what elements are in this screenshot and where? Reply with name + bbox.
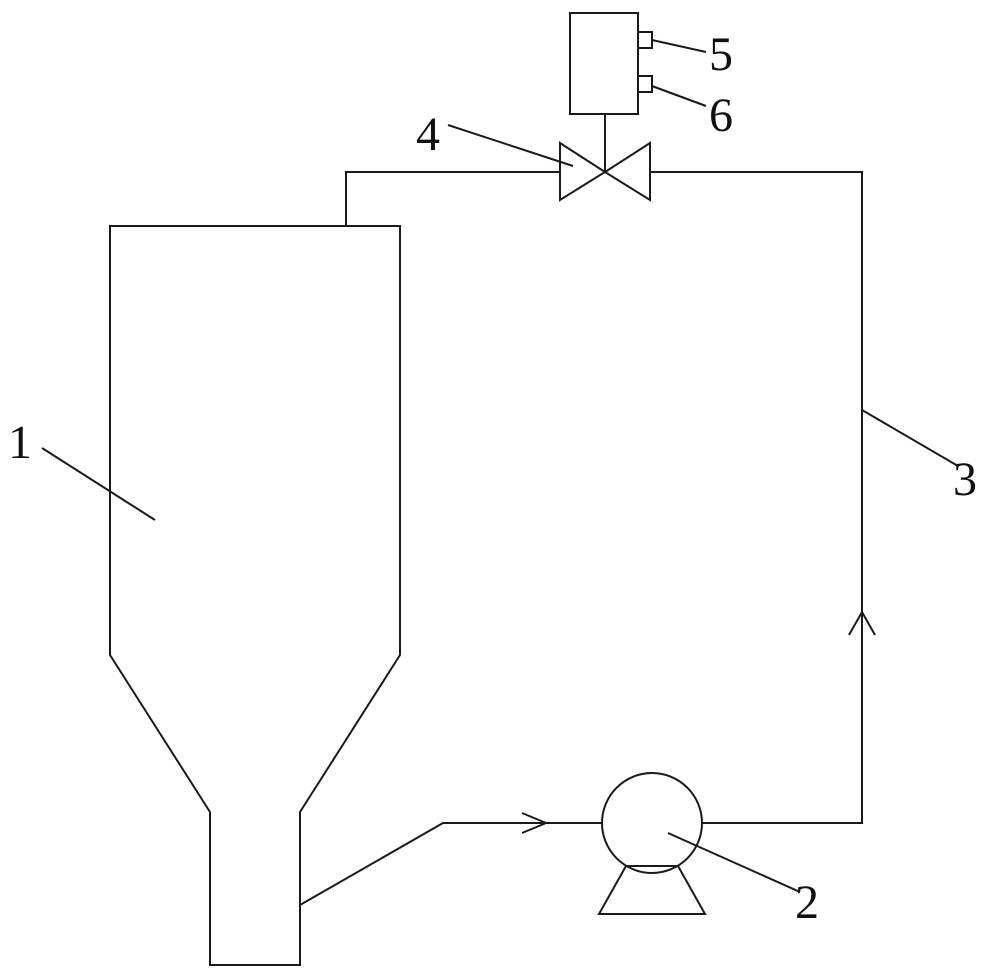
label-tank: 1 bbox=[8, 416, 32, 469]
label-valve: 4 bbox=[416, 108, 440, 161]
leader-port-lower bbox=[652, 86, 706, 106]
pump bbox=[602, 773, 702, 873]
leader-pipe bbox=[862, 410, 958, 466]
leader-valve bbox=[448, 125, 573, 166]
label-port-upper: 5 bbox=[709, 28, 733, 81]
leader-port-upper bbox=[652, 40, 706, 52]
actuator-box bbox=[570, 13, 638, 114]
port-upper bbox=[638, 32, 652, 48]
label-pump: 2 bbox=[795, 876, 819, 929]
label-port-lower: 6 bbox=[709, 89, 733, 142]
valve bbox=[560, 143, 605, 200]
pipe-tank-to-pump bbox=[300, 823, 602, 905]
valve-right bbox=[605, 143, 650, 200]
pipe-return bbox=[650, 172, 862, 823]
leader-tank bbox=[42, 448, 155, 520]
tank bbox=[110, 226, 400, 965]
label-pipe: 3 bbox=[953, 453, 977, 506]
pipe-tank-to-valve bbox=[346, 172, 560, 226]
port-lower bbox=[638, 76, 652, 92]
